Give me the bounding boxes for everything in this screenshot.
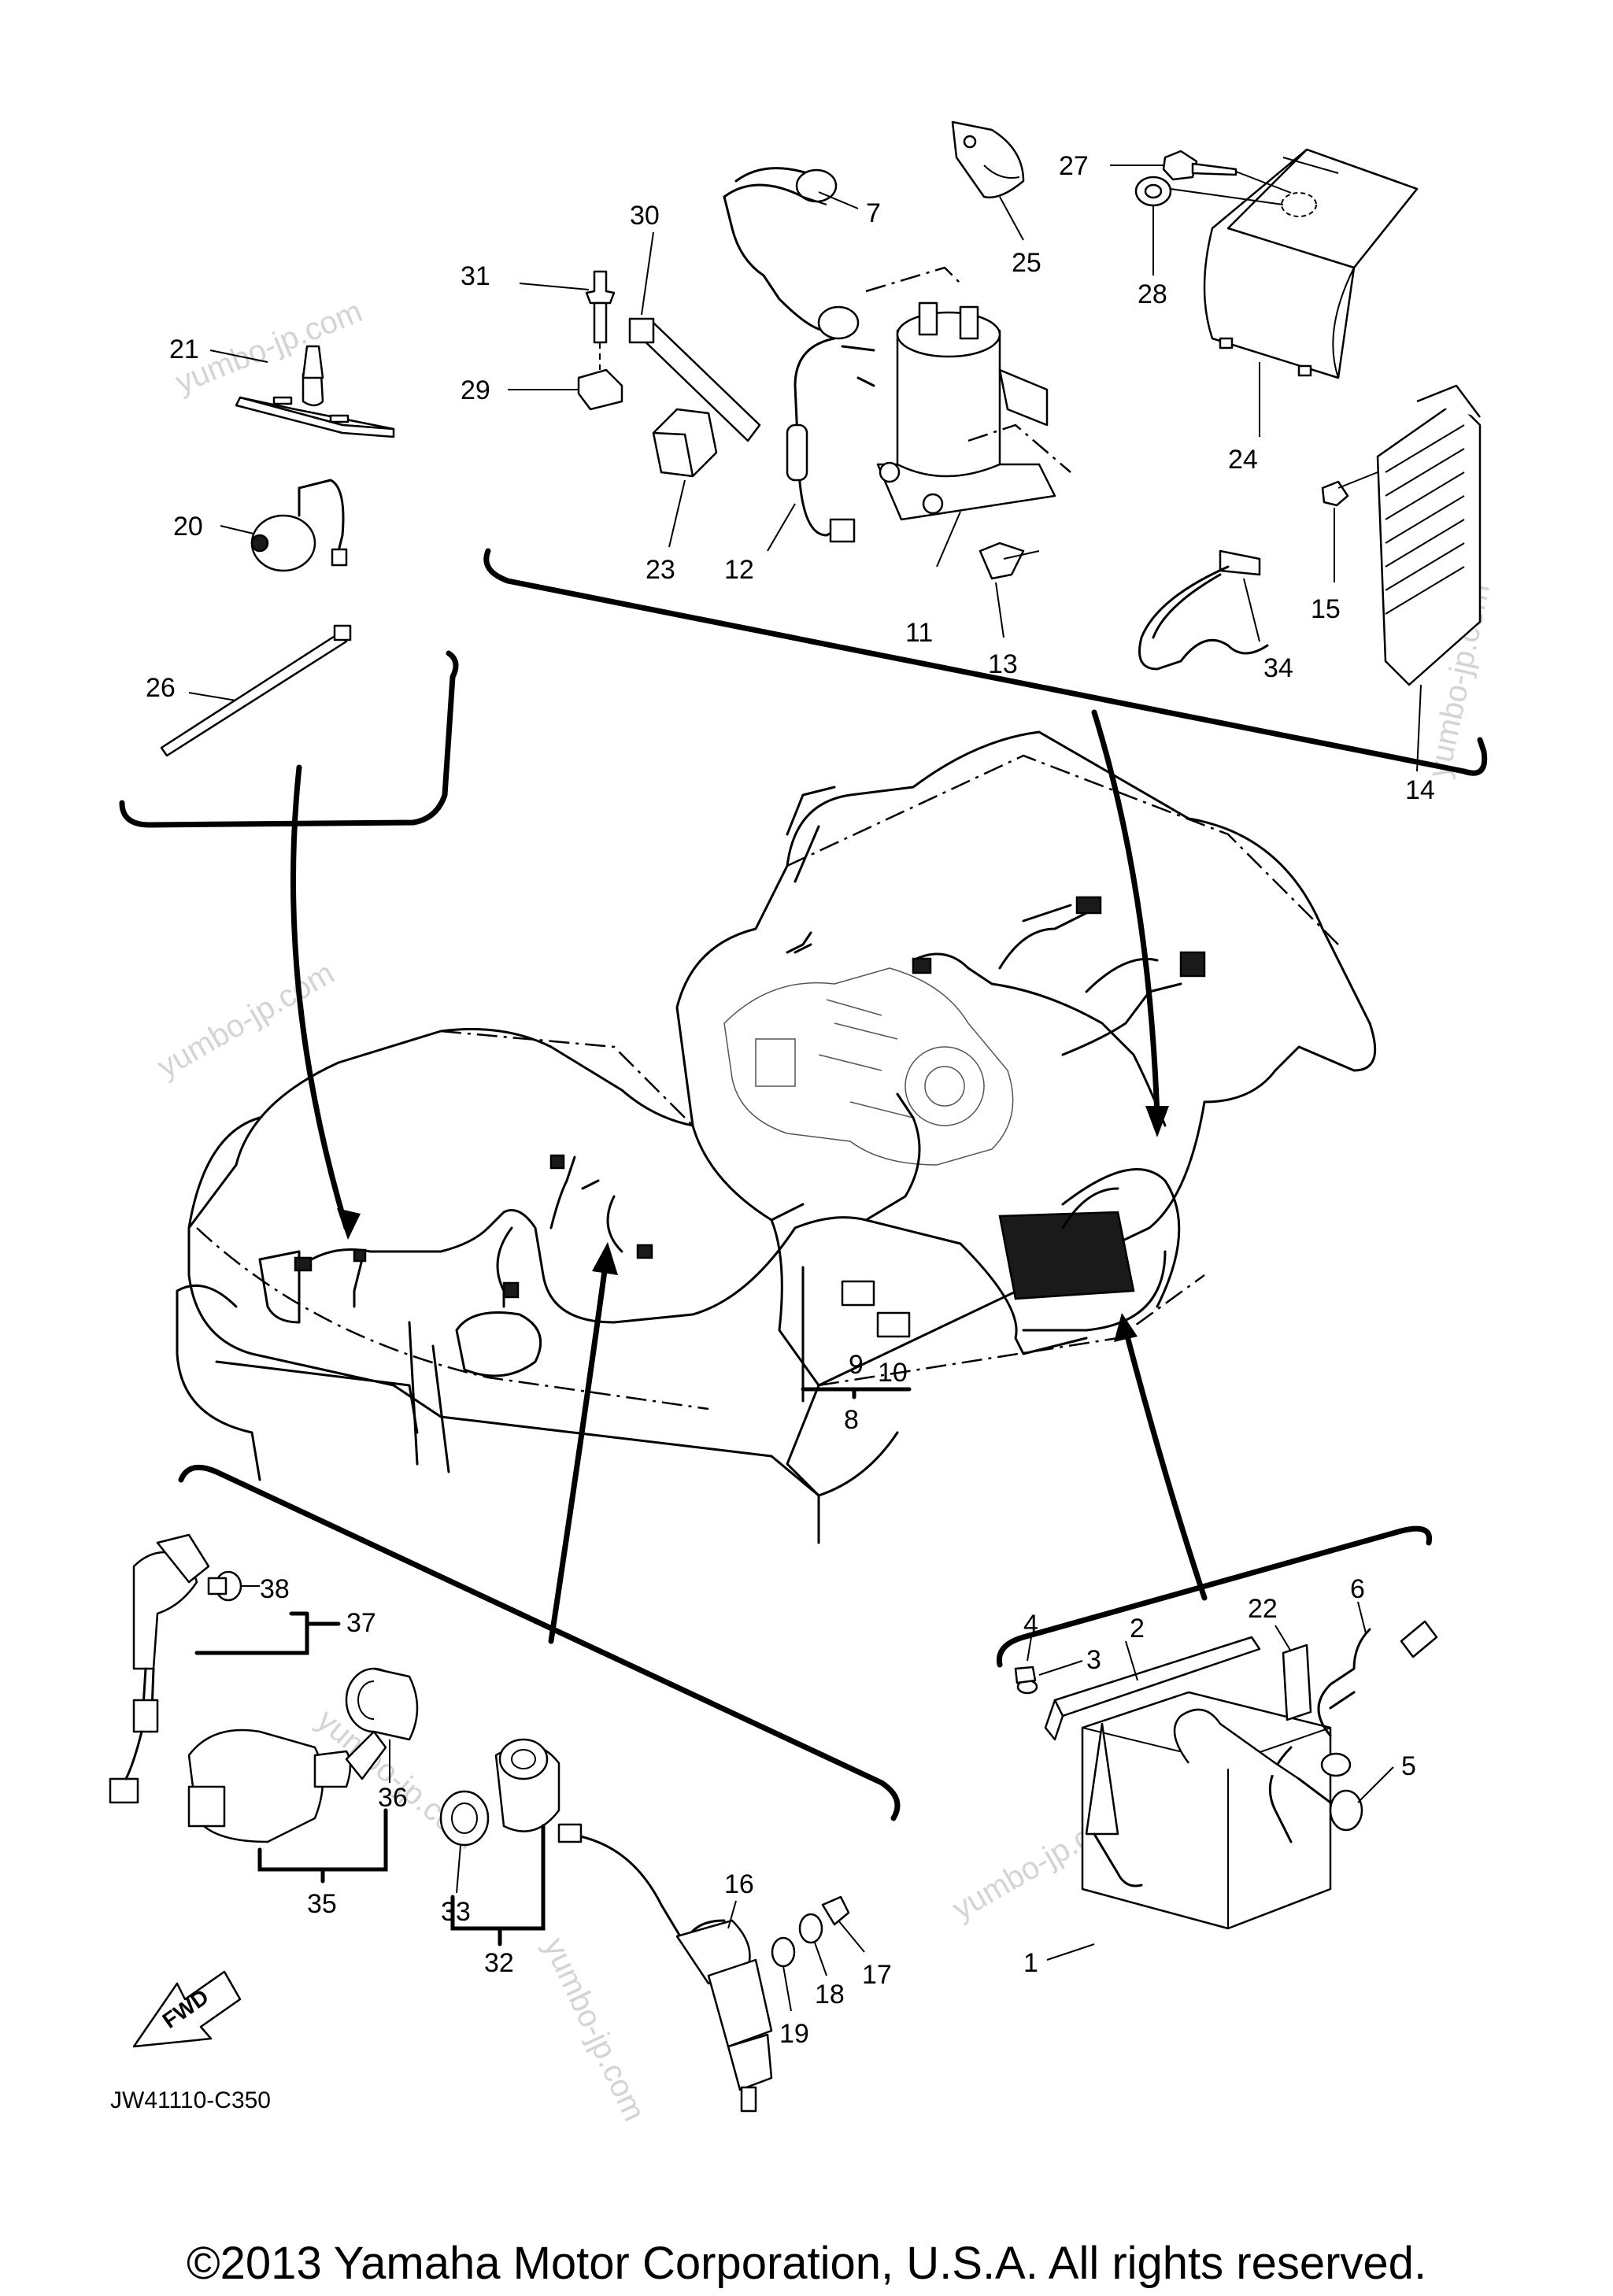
part-label-7: 7 [866,198,881,228]
part-25-bracket [951,120,1025,241]
part-26-cable-tie [160,624,352,757]
watermark: yumbo-jp.com [152,956,341,1085]
part-label-32: 32 [484,1948,514,1978]
engine [723,967,1014,1166]
part-3-nut [1016,1660,1083,1695]
part-13-bolt [979,542,1040,638]
part-label-33: 33 [441,1897,471,1927]
part-label-35: 35 [307,1889,337,1919]
part-label-13: 13 [988,649,1018,679]
part-11-starter-relay [865,266,1071,568]
part-35-main-switch [187,1728,388,1884]
part-34-cable-tie [1138,549,1269,671]
part-label-25: 25 [1012,248,1041,278]
part-label-31: 31 [461,261,490,291]
part-32-socket [450,1738,560,1947]
part-label-30: 30 [630,201,660,231]
part-label-18: 18 [815,1980,845,2009]
part-label-21: 21 [169,335,199,364]
part-30-band [628,231,761,442]
part-label-11: 11 [905,618,933,648]
part-20-horn [220,479,348,572]
part-24-cover [1203,148,1419,437]
part-2-band [1044,1636,1261,1741]
part-label-34: 34 [1263,653,1293,683]
part-label-26: 26 [146,673,176,703]
part-label-8: 8 [844,1405,859,1435]
part-12-lead [767,337,875,552]
part-label-2: 2 [1130,1614,1145,1643]
part-28-grommet [1134,176,1284,275]
part-38-bulb [207,1570,260,1602]
part-15-bolt [1321,471,1378,582]
vehicle-body [176,730,1377,1544]
wire-harness [294,896,1206,1355]
part-label-1: 1 [1023,1948,1038,1978]
part-14-rectifier [1376,384,1482,772]
relays [801,1280,912,1399]
watermark: yumbo-jp.com [171,294,367,400]
part-5-cable [1173,1708,1394,1843]
watermark: yumbo-jp.com [537,1932,652,2126]
part-label-19: 19 [779,2019,809,2049]
part-label-20: 20 [173,512,203,542]
part-label-6: 6 [1350,1574,1365,1604]
part-label-27: 27 [1059,151,1089,181]
part-33-nut [439,1790,490,1894]
part-23-bracket [652,408,718,548]
copyright-notice: ©2013 Yamaha Motor Corporation, U.S.A. A… [186,2238,1427,2289]
part-label-4: 4 [1023,1610,1038,1640]
part-label-12: 12 [724,555,754,585]
part-6-cable [1317,1601,1438,1777]
part-label-17: 17 [862,1960,892,1990]
part-36-cap [345,1667,419,1783]
part-label-16: 16 [724,1869,754,1899]
part-label-36: 36 [378,1783,408,1813]
part-4-bolt [1014,1636,1037,1684]
vehicle-battery [998,1168,1181,1308]
part-19-washer [771,1936,796,2012]
part-label-24: 24 [1228,445,1258,475]
part-label-9: 9 [849,1350,864,1380]
part-17-screw [821,1895,865,1953]
part-37-socket [109,1533,341,1804]
part-label-28: 28 [1138,279,1167,309]
part-label-5: 5 [1401,1751,1416,1781]
part-1-battery [1046,1691,1332,1961]
diagram-code: JW41110-C350 [110,2087,271,2113]
part-label-14: 14 [1405,775,1435,805]
part-label-22: 22 [1248,1594,1278,1624]
part-label-15: 15 [1311,594,1341,624]
part-label-38: 38 [260,1574,290,1604]
part-21-plate [209,345,395,438]
part-label-10: 10 [878,1358,908,1388]
part-label-29: 29 [461,375,490,405]
part-7-cable [723,167,860,340]
section-dividers [119,548,1488,1821]
part-labels: 1 2 3 4 5 6 7 8 9 10 11 12 13 14 15 16 1… [146,151,1435,2049]
part-22-terminal [1274,1625,1312,1721]
part-label-37: 37 [346,1608,376,1638]
part-18-washer [798,1913,827,1976]
callout-arrows [290,709,1208,1644]
fwd-arrow-icon: FWD [132,1970,242,2048]
part-29-clamp [508,368,623,411]
part-label-23: 23 [646,555,675,585]
part-label-3: 3 [1086,1645,1101,1675]
part-27-bolt [1110,150,1292,194]
part-16-switch [557,1823,773,2113]
part-31-rivet [519,270,616,370]
